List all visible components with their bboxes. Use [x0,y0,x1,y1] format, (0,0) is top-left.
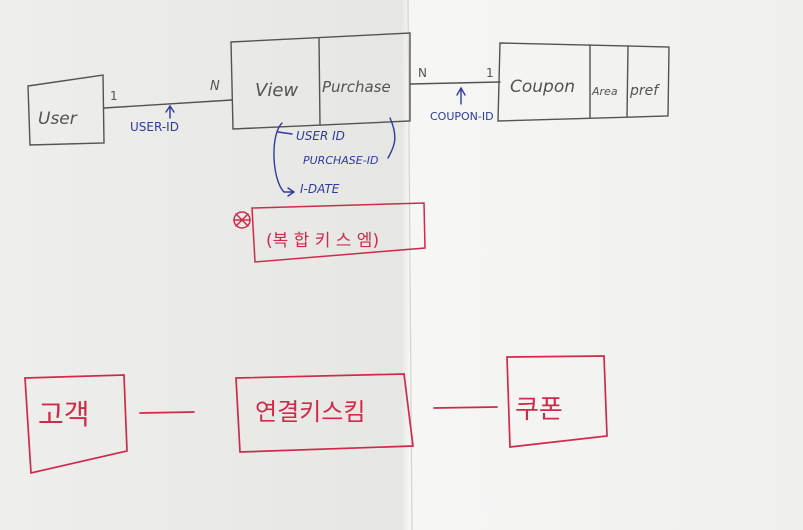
user-id-connector [277,131,293,135]
customer-link-relation-line [139,411,195,414]
coupon-multiplicity-label: 1 [486,66,494,80]
area-pref-divider [626,45,629,118]
composite-key-note [233,202,426,263]
purchase-coupon-relation-line [409,81,501,85]
purchase-id-connector [387,117,396,159]
paper-fold-line [407,0,413,530]
coupon-id-fk-label: COUPON-ID [430,110,494,123]
link-table-entity-label: 연결키스킴 [255,398,365,426]
column-purchase-id: PURCHASE-ID [303,154,378,167]
view-purchase-divider [318,37,321,126]
coupon-entity-box [497,42,670,122]
link-coupon-relation-line [433,406,498,409]
user-id-arrow [165,104,175,119]
column-i-date: I-DATE [300,182,340,196]
user-entity-label: User [38,109,78,129]
pref-attribute-label: pref [629,83,660,99]
composite-key-note-box [251,202,426,263]
link-table-entity-box [235,373,414,453]
view-multiplicity-label: N [210,79,220,94]
user-id-fk-label: USER-ID [130,120,179,134]
column-user-id: USER ID [296,129,345,143]
user-multiplicity-label: 1 [110,89,118,103]
user-view-relation-line [103,99,233,109]
bottom-entity-diagram [24,355,608,475]
coupon-id-arrow [456,86,466,105]
coupon-entity-label: Coupon [510,77,575,97]
composite-key-note-text: (복 합 키 스 엠) [266,231,379,251]
column-list-bracket [273,122,296,197]
top-entity-diagram [27,32,670,146]
customer-entity-box [24,374,128,475]
view-purchase-entity-box [230,32,411,130]
coupon-entity-label-bottom: 쿠폰 [515,395,563,425]
user-entity-box [27,74,105,146]
area-attribute-label: Area [591,85,618,98]
view-entity-label: View [255,80,298,101]
customer-entity-label: 고객 [38,398,90,431]
purchase-entity-label: Purchase [322,78,391,96]
blue-annotations [165,86,466,197]
purchase-multiplicity-label: N [418,66,427,80]
star-mark-icon [233,213,251,227]
coupon-entity-box-bottom [506,355,608,448]
